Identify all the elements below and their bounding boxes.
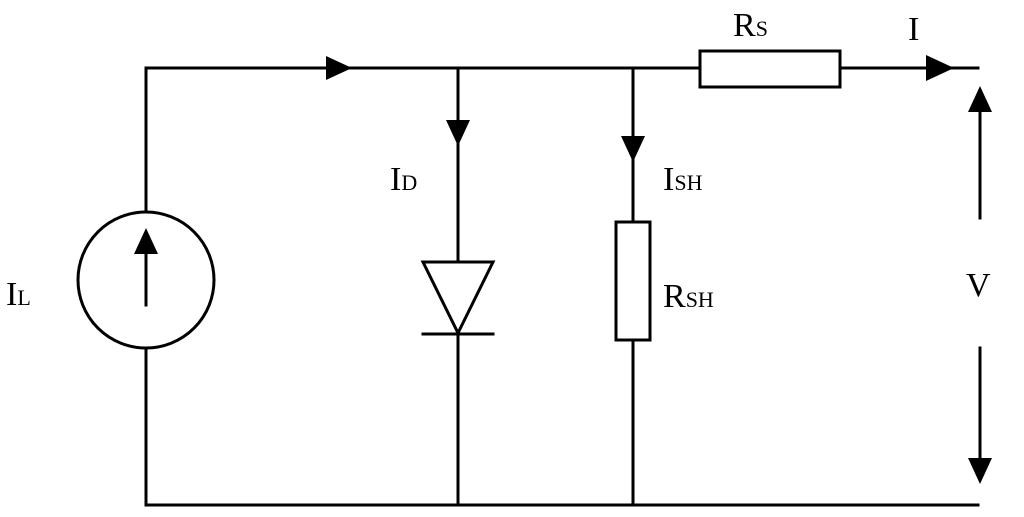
voltage-indicator — [968, 86, 992, 484]
series-resistor — [698, 49, 842, 89]
current-source — [76, 210, 216, 350]
diode-current-arrow-icon — [446, 120, 470, 146]
diode — [420, 260, 496, 337]
source-label: IL — [6, 276, 31, 313]
diode-current-label: ID — [390, 161, 417, 198]
shunt-current-arrow-icon — [621, 136, 645, 162]
shunt-resistor-label: RSH — [663, 278, 714, 315]
voltage-label: V — [966, 267, 991, 304]
shunt-current-label: ISH — [663, 161, 703, 198]
current-arrow-right-icon — [326, 56, 352, 80]
output-current-arrow-icon — [926, 55, 954, 81]
output-current-label: I — [908, 11, 919, 48]
series-resistor-label: RS — [733, 7, 768, 44]
shunt-resistor — [614, 220, 652, 342]
